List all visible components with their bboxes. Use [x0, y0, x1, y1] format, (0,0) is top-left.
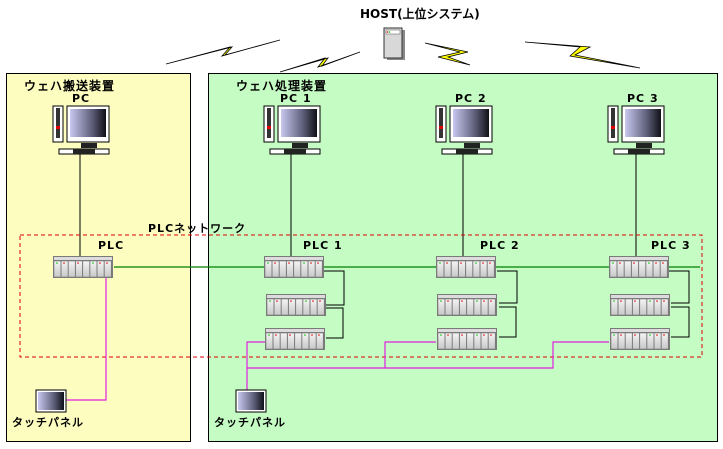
zone-processing-title: ウェハ処理装置 [236, 79, 328, 93]
plc3-main-icon [608, 255, 670, 279]
plc2-label: PLC 2 [480, 239, 520, 252]
plc2-unit2-icon [436, 293, 498, 317]
plc-icon [52, 255, 114, 279]
pc1-label: PC 1 [280, 92, 312, 105]
plc2-unit3-icon [436, 327, 498, 351]
plc3-unit2-icon [609, 293, 671, 317]
touch-panel-label: タッチパネル [12, 416, 84, 429]
pc3-label: PC 3 [627, 92, 659, 105]
pc-icon [52, 105, 110, 155]
pc2-icon [435, 105, 493, 155]
plc1-unit2-icon [265, 293, 327, 317]
host-label: HOST(上位システム) [360, 7, 480, 21]
pc-label: PC [72, 92, 91, 105]
pc1-icon [263, 105, 321, 155]
plc1-unit3-icon [264, 327, 326, 351]
plc3-label: PLC 3 [651, 239, 691, 252]
plc1-label: PLC 1 [303, 239, 343, 252]
plc2-main-icon [435, 255, 497, 279]
lightning-icon [165, 39, 641, 73]
plc-label: PLC [98, 239, 125, 252]
pc2-label: PC 2 [455, 92, 487, 105]
server-icon [383, 27, 405, 60]
plc-network-boundary [19, 234, 703, 358]
pc3-icon [607, 105, 665, 155]
touch-panel-icon [35, 389, 67, 413]
touch-panel-label: タッチパネル [214, 416, 286, 429]
plc1-main-icon [263, 255, 325, 279]
zone-transfer-title: ウェハ搬送装置 [24, 79, 116, 93]
plc3-unit3-icon [609, 327, 671, 351]
network-label: PLCネットワーク [148, 222, 247, 235]
touch-panel-icon [235, 389, 267, 413]
